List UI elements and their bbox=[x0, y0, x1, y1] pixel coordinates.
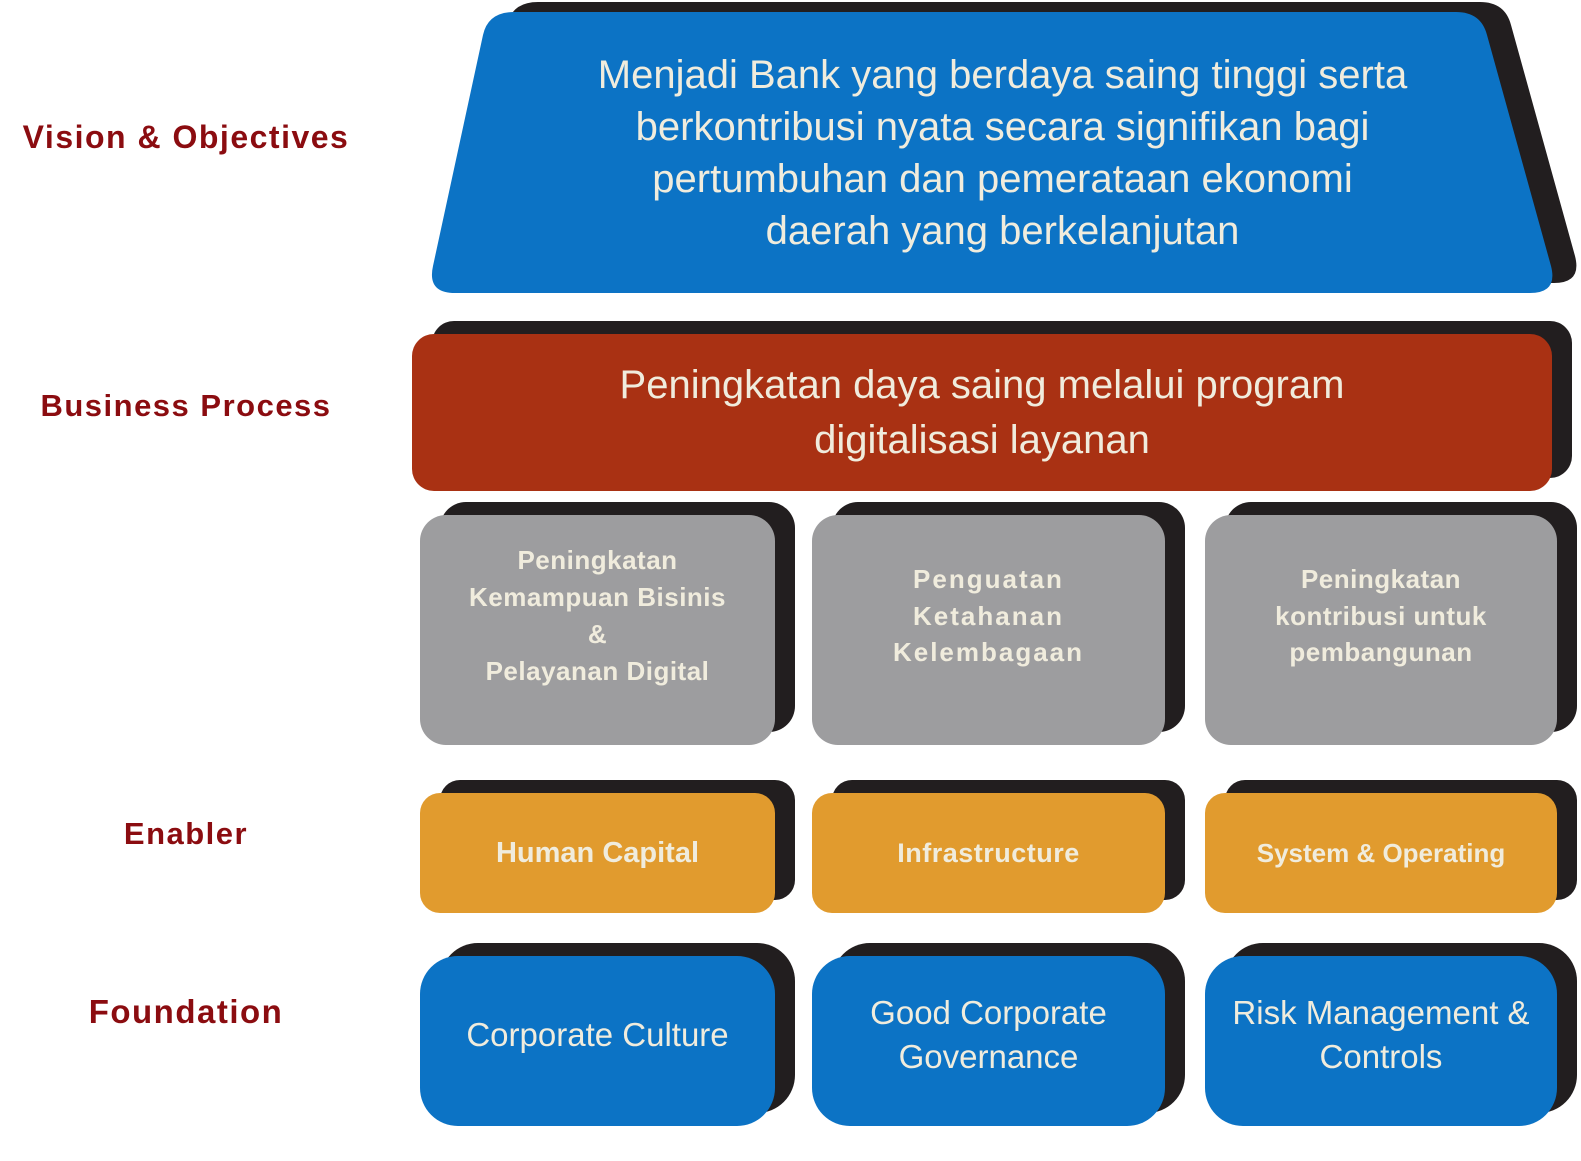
label-business-process: Business Process bbox=[40, 388, 332, 423]
label-foundation: Foundation bbox=[88, 993, 284, 1030]
program-box-kontribusi: Peningkatan kontribusi untuk pembangunan bbox=[1205, 515, 1557, 745]
vision-objectives-box: Menjadi Bank yang berdaya saing tinggi s… bbox=[410, 0, 1581, 300]
foundation-box-corporate-culture: Corporate Culture bbox=[420, 956, 775, 1126]
program-box-ketahanan: Penguatan Ketahanan Kelembagaan bbox=[812, 515, 1165, 745]
foundation-box-gcg: Good Corporate Governance bbox=[812, 956, 1165, 1126]
enabler-box-system-operating: System & Operating bbox=[1205, 793, 1557, 913]
business-process-box: Peningkatan daya saing melalui program d… bbox=[412, 334, 1552, 491]
vision-statement: Menjadi Bank yang berdaya saing tinggi s… bbox=[597, 53, 1408, 253]
label-vision-objectives: Vision & Objectives bbox=[22, 119, 350, 155]
vision-trapezoid-fill bbox=[431, 12, 1553, 293]
enabler-box-human-capital: Human Capital bbox=[420, 793, 775, 913]
foundation-box-risk-management: Risk Management & Controls bbox=[1205, 956, 1557, 1126]
label-enabler: Enabler bbox=[123, 816, 249, 851]
program-box-bisnis-digital: Peningkatan Kemampuan Bisinis & Pelayana… bbox=[420, 515, 775, 745]
vision-trapezoid-shape bbox=[431, 2, 1577, 293]
enabler-box-infrastructure: Infrastructure bbox=[812, 793, 1165, 913]
